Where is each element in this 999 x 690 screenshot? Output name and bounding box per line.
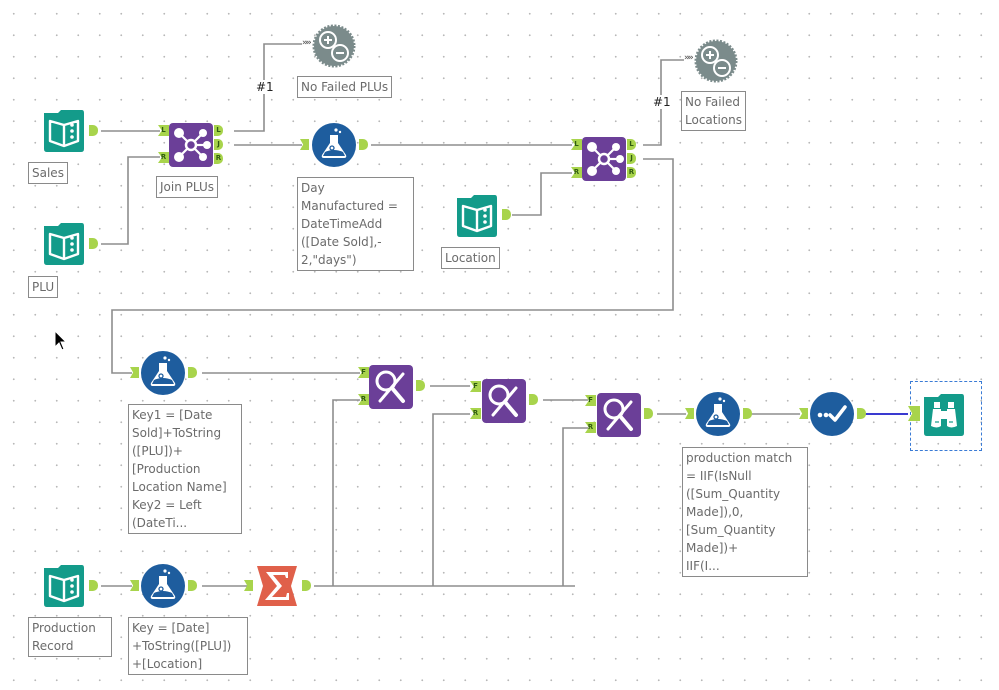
find-replace-icon [482, 379, 526, 423]
find-replace-tool-1[interactable] [369, 365, 413, 409]
annotation-sales: Sales [28, 162, 68, 184]
book-icon [44, 223, 84, 265]
annotation-no-failed-plus: No Failed PLUs [297, 76, 393, 98]
replace-input-anchor[interactable]: R [358, 394, 369, 405]
formula-tool-keys[interactable] [141, 351, 185, 395]
annotation-join-plus: Join PLUs [156, 176, 218, 198]
join-joined-output-anchor[interactable]: J [214, 139, 223, 150]
wire-location-join2 [512, 172, 572, 216]
flask-icon [141, 351, 185, 395]
output-anchor[interactable] [529, 394, 538, 405]
find-input-anchor[interactable]: F [358, 367, 369, 378]
annotation-formula-key: Key = [Date] +ToString([PLU]) +[Location… [128, 617, 248, 675]
input-anchor[interactable] [130, 580, 139, 591]
wire-sum-fr1 [332, 399, 360, 586]
output-anchor[interactable] [743, 408, 752, 419]
plus-minus-gear-icon [694, 39, 738, 83]
find-replace-icon [369, 365, 413, 409]
join-tool-locations[interactable] [582, 137, 626, 181]
join-icon [169, 123, 213, 167]
output-anchor[interactable] [89, 125, 98, 136]
output-anchor[interactable] [644, 408, 653, 419]
book-icon [457, 195, 497, 237]
input-anchor[interactable] [799, 408, 808, 419]
join-right-input-anchor[interactable]: R [571, 167, 582, 178]
output-anchor[interactable] [188, 367, 197, 378]
find-replace-icon [597, 393, 641, 437]
join-tool-plus[interactable] [169, 123, 213, 167]
replace-input-anchor[interactable]: R [470, 408, 481, 419]
chevron-input-icon: »» [684, 53, 694, 63]
join-left-input-anchor[interactable]: L [571, 139, 582, 150]
formula-tool-key[interactable] [141, 564, 185, 608]
wire-sum-fr3 [562, 427, 588, 586]
join-right-output-anchor[interactable]: R [627, 167, 636, 178]
mouse-cursor-icon [54, 330, 68, 351]
annotation-formula-keys: Key1 = [Date Sold]+ToString ([PLU])+ [Pr… [128, 404, 242, 534]
join-left-output-anchor[interactable]: L [627, 139, 636, 150]
input-tool-production-record[interactable] [42, 564, 86, 608]
flask-icon [312, 123, 356, 167]
join-right-output-anchor[interactable]: R [214, 153, 223, 164]
input-tool-location[interactable] [455, 194, 499, 238]
formula-tool-day-manufactured[interactable] [312, 123, 356, 167]
find-replace-tool-2[interactable] [482, 379, 526, 423]
flask-icon [141, 564, 185, 608]
input-tool-sales[interactable] [42, 109, 86, 153]
formula-tool-production-match[interactable] [696, 392, 740, 436]
annotation-no-failed-locations: No Failed Locations [681, 91, 747, 131]
binoculars-icon [924, 394, 964, 436]
find-input-anchor[interactable]: F [585, 395, 596, 406]
plus-minus-gear-icon [312, 24, 356, 68]
output-anchor[interactable] [416, 380, 425, 391]
chevron-input-icon: »» [302, 38, 312, 48]
book-icon [44, 110, 84, 152]
annotation-formula-match: production match = IIF(IsNull ([Sum_Quan… [682, 447, 808, 577]
summarize-tool[interactable] [255, 564, 299, 608]
replace-input-anchor[interactable]: R [585, 422, 596, 433]
join-right-input-anchor[interactable]: R [158, 152, 169, 163]
find-input-anchor[interactable]: F [470, 381, 481, 392]
find-replace-tool-3[interactable] [597, 393, 641, 437]
checkmark-icon [810, 392, 854, 436]
message-tool-no-failed-locations[interactable] [694, 39, 738, 83]
output-anchor[interactable] [302, 580, 311, 591]
input-anchor[interactable] [685, 408, 694, 419]
join-icon [582, 137, 626, 181]
wire-label-1: #1 [255, 80, 275, 94]
wire-join2-formula-keys [111, 158, 674, 374]
annotation-formula-day: Day Manufactured = DateTimeAdd ([Date So… [297, 177, 414, 271]
join-left-output-anchor[interactable]: L [214, 125, 223, 136]
sigma-icon [257, 566, 297, 606]
output-anchor[interactable] [188, 580, 197, 591]
flask-icon [696, 392, 740, 436]
browse-tool[interactable] [922, 393, 966, 437]
wire-label-2: #1 [652, 95, 672, 109]
annotation-plu: PLU [28, 276, 59, 298]
output-anchor[interactable] [359, 139, 368, 150]
book-icon [44, 565, 84, 607]
input-anchor[interactable] [130, 367, 139, 378]
wire-sum-fr2 [432, 413, 470, 586]
selection-box [910, 381, 982, 451]
input-anchor[interactable] [244, 580, 253, 591]
annotation-location: Location [441, 247, 500, 269]
output-anchor[interactable] [857, 408, 866, 419]
annotation-production-record: Production Record [28, 617, 112, 657]
input-anchor[interactable] [300, 139, 309, 150]
input-tool-plu[interactable] [42, 222, 86, 266]
output-anchor[interactable] [502, 209, 511, 220]
input-anchor[interactable] [908, 406, 920, 421]
wire-plu-join [101, 156, 160, 245]
output-anchor[interactable] [89, 580, 98, 591]
message-tool-no-failed-plus[interactable] [312, 24, 356, 68]
output-anchor[interactable] [89, 238, 98, 249]
join-joined-output-anchor[interactable]: J [627, 153, 636, 164]
join-left-input-anchor[interactable]: L [158, 125, 169, 136]
select-tool[interactable] [810, 392, 854, 436]
